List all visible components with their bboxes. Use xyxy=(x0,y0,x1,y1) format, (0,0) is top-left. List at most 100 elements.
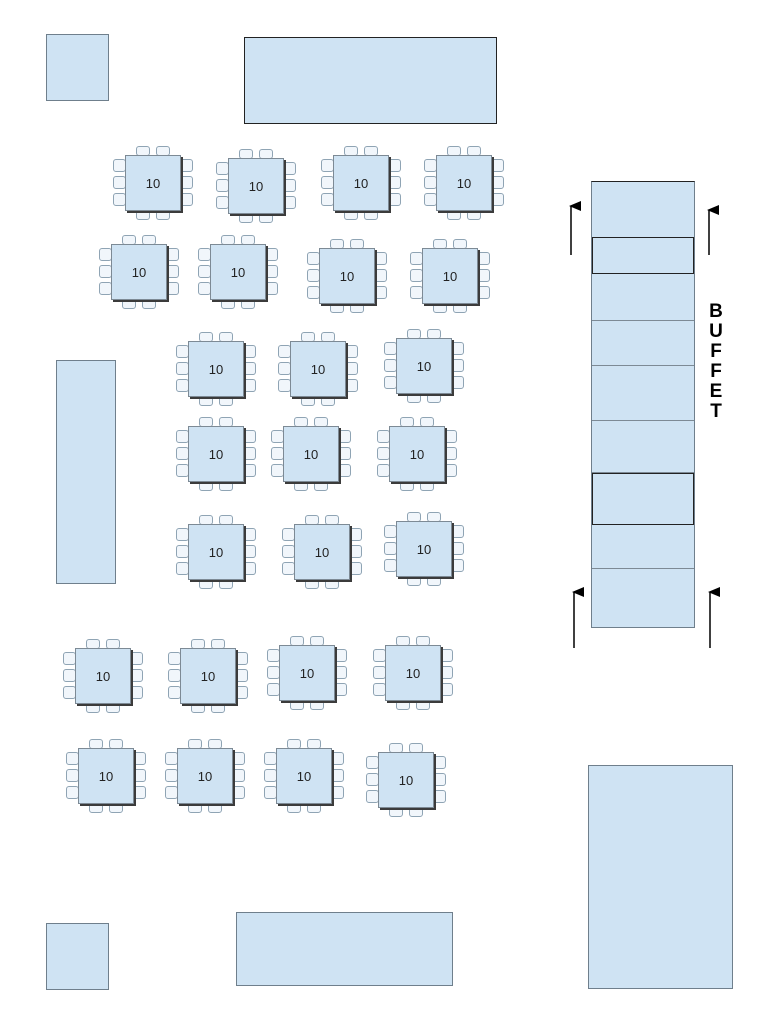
chair xyxy=(440,666,453,679)
chair xyxy=(447,210,461,220)
table-number: 10 xyxy=(188,341,244,397)
block-bottom-right xyxy=(588,765,733,989)
chair xyxy=(433,303,447,313)
chair xyxy=(199,396,213,406)
chair xyxy=(290,700,304,710)
chair xyxy=(166,265,179,278)
chair xyxy=(235,686,248,699)
chair xyxy=(235,652,248,665)
chair xyxy=(467,210,481,220)
chair xyxy=(86,703,100,713)
table-number: 10 xyxy=(436,155,492,211)
chair xyxy=(388,176,401,189)
chair xyxy=(374,269,387,282)
table-number: 10 xyxy=(125,155,181,211)
chair xyxy=(232,752,245,765)
chair xyxy=(477,252,490,265)
table-10-seat: 10 xyxy=(175,417,257,491)
chair xyxy=(232,786,245,799)
table-10-seat: 10 xyxy=(112,146,194,220)
chair xyxy=(451,376,464,389)
chair xyxy=(433,773,446,786)
chair xyxy=(239,213,253,223)
chair xyxy=(396,700,410,710)
chair xyxy=(409,807,423,817)
table-10-seat: 10 xyxy=(277,332,359,406)
chair xyxy=(407,576,421,586)
chair xyxy=(388,159,401,172)
chair xyxy=(334,683,347,696)
chair xyxy=(243,464,256,477)
chair xyxy=(331,769,344,782)
chair xyxy=(491,159,504,172)
chair xyxy=(364,210,378,220)
chair xyxy=(265,282,278,295)
table-number: 10 xyxy=(180,648,236,704)
chair xyxy=(491,193,504,206)
table-number: 10 xyxy=(283,426,339,482)
chair xyxy=(243,545,256,558)
table-number: 10 xyxy=(188,524,244,580)
chair xyxy=(444,447,457,460)
chair xyxy=(283,179,296,192)
chair xyxy=(259,213,273,223)
block-bottom-center xyxy=(236,912,453,986)
chair xyxy=(211,703,225,713)
chair xyxy=(345,379,358,392)
chair xyxy=(219,396,233,406)
chair xyxy=(345,345,358,358)
buffet-station xyxy=(592,525,694,569)
chair xyxy=(451,342,464,355)
table-10-seat: 10 xyxy=(281,515,363,589)
chair xyxy=(349,545,362,558)
table-10-seat: 10 xyxy=(383,329,465,403)
chair xyxy=(208,803,222,813)
chair xyxy=(89,803,103,813)
chair xyxy=(232,769,245,782)
chair xyxy=(199,481,213,491)
table-10-seat: 10 xyxy=(365,743,447,817)
chair xyxy=(219,579,233,589)
chair xyxy=(265,265,278,278)
table-10-seat: 10 xyxy=(197,235,279,309)
chair xyxy=(334,666,347,679)
chair xyxy=(243,379,256,392)
table-number: 10 xyxy=(333,155,389,211)
chair xyxy=(444,464,457,477)
table-10-seat: 10 xyxy=(409,239,491,313)
chair xyxy=(133,786,146,799)
chair xyxy=(388,193,401,206)
table-10-seat: 10 xyxy=(215,149,297,223)
buffet-station xyxy=(592,274,694,321)
table-number: 10 xyxy=(422,248,478,304)
table-10-seat: 10 xyxy=(175,515,257,589)
chair xyxy=(451,559,464,572)
chair xyxy=(310,700,324,710)
chair xyxy=(133,752,146,765)
chair xyxy=(451,525,464,538)
chair xyxy=(294,481,308,491)
chair xyxy=(334,649,347,662)
chair xyxy=(321,396,335,406)
table-10-seat: 10 xyxy=(263,739,345,813)
table-10-seat: 10 xyxy=(270,417,352,491)
table-number: 10 xyxy=(294,524,350,580)
chair xyxy=(374,286,387,299)
chair xyxy=(243,362,256,375)
chair xyxy=(305,579,319,589)
table-number: 10 xyxy=(177,748,233,804)
chair xyxy=(243,345,256,358)
chair xyxy=(166,282,179,295)
chair xyxy=(287,803,301,813)
chair xyxy=(219,481,233,491)
chair xyxy=(331,786,344,799)
table-10-seat: 10 xyxy=(98,235,180,309)
table-number: 10 xyxy=(228,158,284,214)
table-10-seat: 10 xyxy=(65,739,147,813)
chair xyxy=(440,683,453,696)
stage-top xyxy=(244,37,497,124)
table-10-seat: 10 xyxy=(175,332,257,406)
chair xyxy=(156,210,170,220)
buffet-station xyxy=(592,321,694,366)
side-bar-left xyxy=(56,360,116,584)
